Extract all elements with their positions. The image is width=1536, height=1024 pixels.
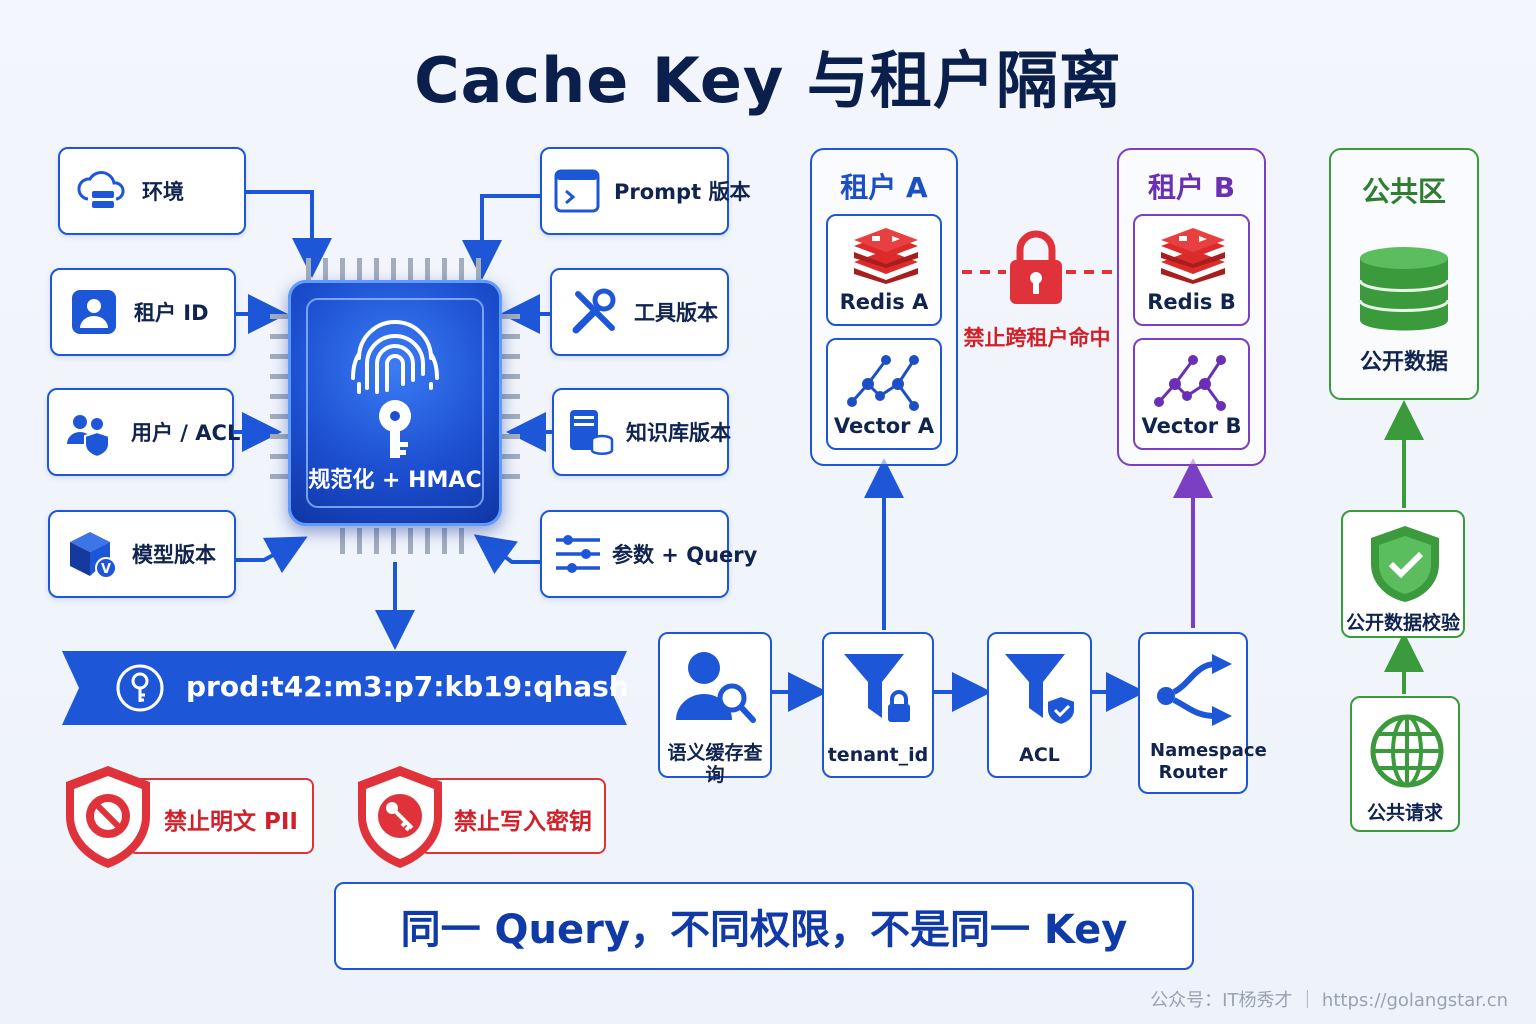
- input-params-query: 参数 + Query: [540, 510, 757, 598]
- input-label: 参数 + Query: [612, 543, 758, 567]
- public-data-verify-box: 公开数据校验: [1341, 510, 1465, 638]
- terminal-window-icon: [554, 169, 600, 213]
- flow-label: 语义缓存查询: [667, 742, 763, 786]
- input-label: 用户 / ACL: [131, 421, 241, 445]
- vector-a-card: Vector A: [826, 338, 942, 450]
- vector-graph-icon: [847, 355, 919, 411]
- public-data-label: 公开数据: [1359, 350, 1448, 375]
- credit-text: 公众号：IT杨秀才 ｜ https://golangstar.cn: [1150, 990, 1508, 1011]
- redis-icon: [854, 228, 918, 284]
- public-zone-name: 公共区: [1361, 175, 1446, 208]
- redis-b-label: Redis B: [1147, 290, 1236, 314]
- chip-inner-frame: [306, 298, 484, 508]
- flow-label: tenant_id: [827, 744, 929, 766]
- funnel-lock-icon: [844, 654, 910, 722]
- server-database-icon: [570, 410, 614, 455]
- input-label: 租户 ID: [134, 301, 209, 325]
- arrow-params: [473, 534, 540, 574]
- input-tools-version: 工具版本: [550, 268, 729, 356]
- fingerprint-key-icon: [351, 320, 439, 458]
- flow-semantic-cache-query: 语义缓存查询: [658, 632, 772, 786]
- database-icon: [1358, 247, 1450, 331]
- globe-icon: [1370, 714, 1444, 788]
- redis-a-label: Redis A: [839, 290, 929, 314]
- public-request-box: 公共请求: [1350, 696, 1460, 832]
- cache-key-banner: [62, 651, 627, 725]
- input-label: 环境: [142, 180, 184, 204]
- input-label: 知识库版本: [626, 421, 731, 445]
- input-label: 工具版本: [634, 301, 718, 325]
- shield-ban-icon: [66, 766, 150, 868]
- chip-pins: [270, 258, 520, 554]
- arrow-model: [236, 536, 308, 574]
- input-user-acl: 用户 / ACL: [47, 388, 240, 476]
- flow-tenant-id-filter: tenant_id: [822, 632, 934, 778]
- user-badge-icon: [72, 290, 116, 334]
- public-verify-label: 公开数据校验: [1345, 612, 1460, 634]
- key-icon: [131, 672, 149, 702]
- flow-namespace-router: Namespace Router: [1138, 632, 1267, 794]
- processor-label: 规范化 + HMAC: [308, 468, 482, 493]
- summary-banner: 同一 Query，不同权限，不是同一 Key: [334, 882, 1194, 970]
- input-kb-version: 知识库版本: [552, 388, 731, 476]
- input-tenant-id: 租户 ID: [50, 268, 236, 356]
- input-environment: 环境: [58, 147, 246, 235]
- input-label: Prompt 版本: [614, 180, 751, 204]
- redis-icon: [1161, 228, 1225, 284]
- prohibit-pii-card: [128, 778, 314, 854]
- prohibit-secret-card: [420, 778, 606, 854]
- lock-icon: [1010, 230, 1062, 304]
- arrow-env: [246, 190, 332, 278]
- shield-key-icon: [358, 766, 442, 868]
- page-title: Cache Key 与租户隔离: [414, 44, 1122, 117]
- shield-check-icon: [1371, 526, 1439, 602]
- tenant-a-name: 租户 A: [840, 171, 928, 204]
- prohibit-secret-label: 禁止写入密钥: [454, 809, 592, 835]
- input-prompt-version: Prompt 版本: [540, 147, 750, 235]
- isolation-label: 禁止跨租户命中: [963, 326, 1111, 350]
- redis-b-card: Redis B: [1133, 214, 1250, 326]
- summary-text: 同一 Query，不同权限，不是同一 Key: [400, 907, 1128, 953]
- prohibit-pii-label: 禁止明文 PII: [164, 809, 298, 835]
- arrow-prompt: [462, 194, 540, 280]
- cloud-server-icon: [77, 171, 125, 208]
- input-label: 模型版本: [132, 543, 216, 567]
- flow-label: Namespace Router: [1150, 740, 1267, 783]
- flow-label: ACL: [1019, 744, 1060, 766]
- vector-b-card: Vector B: [1133, 338, 1250, 450]
- redis-a-card: Redis A: [826, 214, 942, 326]
- router-share-icon: [1157, 654, 1232, 726]
- funnel-shield-icon: [1005, 654, 1076, 727]
- cache-key-value: prod:t42:m3:p7:kb19:qhash: [186, 670, 629, 703]
- tenant-b-name: 租户 B: [1147, 171, 1236, 204]
- model-box-icon: V: [70, 532, 117, 579]
- users-shield-icon: [67, 415, 110, 459]
- sliders-icon: [556, 535, 600, 573]
- vector-graph-icon: [1154, 355, 1226, 411]
- vector-a-label: Vector A: [833, 414, 935, 438]
- vector-b-label: Vector B: [1141, 414, 1242, 438]
- public-request-label: 公共请求: [1366, 802, 1443, 824]
- input-model-version: V 模型版本: [48, 510, 236, 598]
- svg-text:V: V: [101, 562, 111, 577]
- tools-icon: [572, 288, 616, 334]
- user-search-icon: [676, 652, 756, 723]
- flow-acl-filter: ACL: [987, 632, 1092, 778]
- input-arrows: [234, 190, 1146, 712]
